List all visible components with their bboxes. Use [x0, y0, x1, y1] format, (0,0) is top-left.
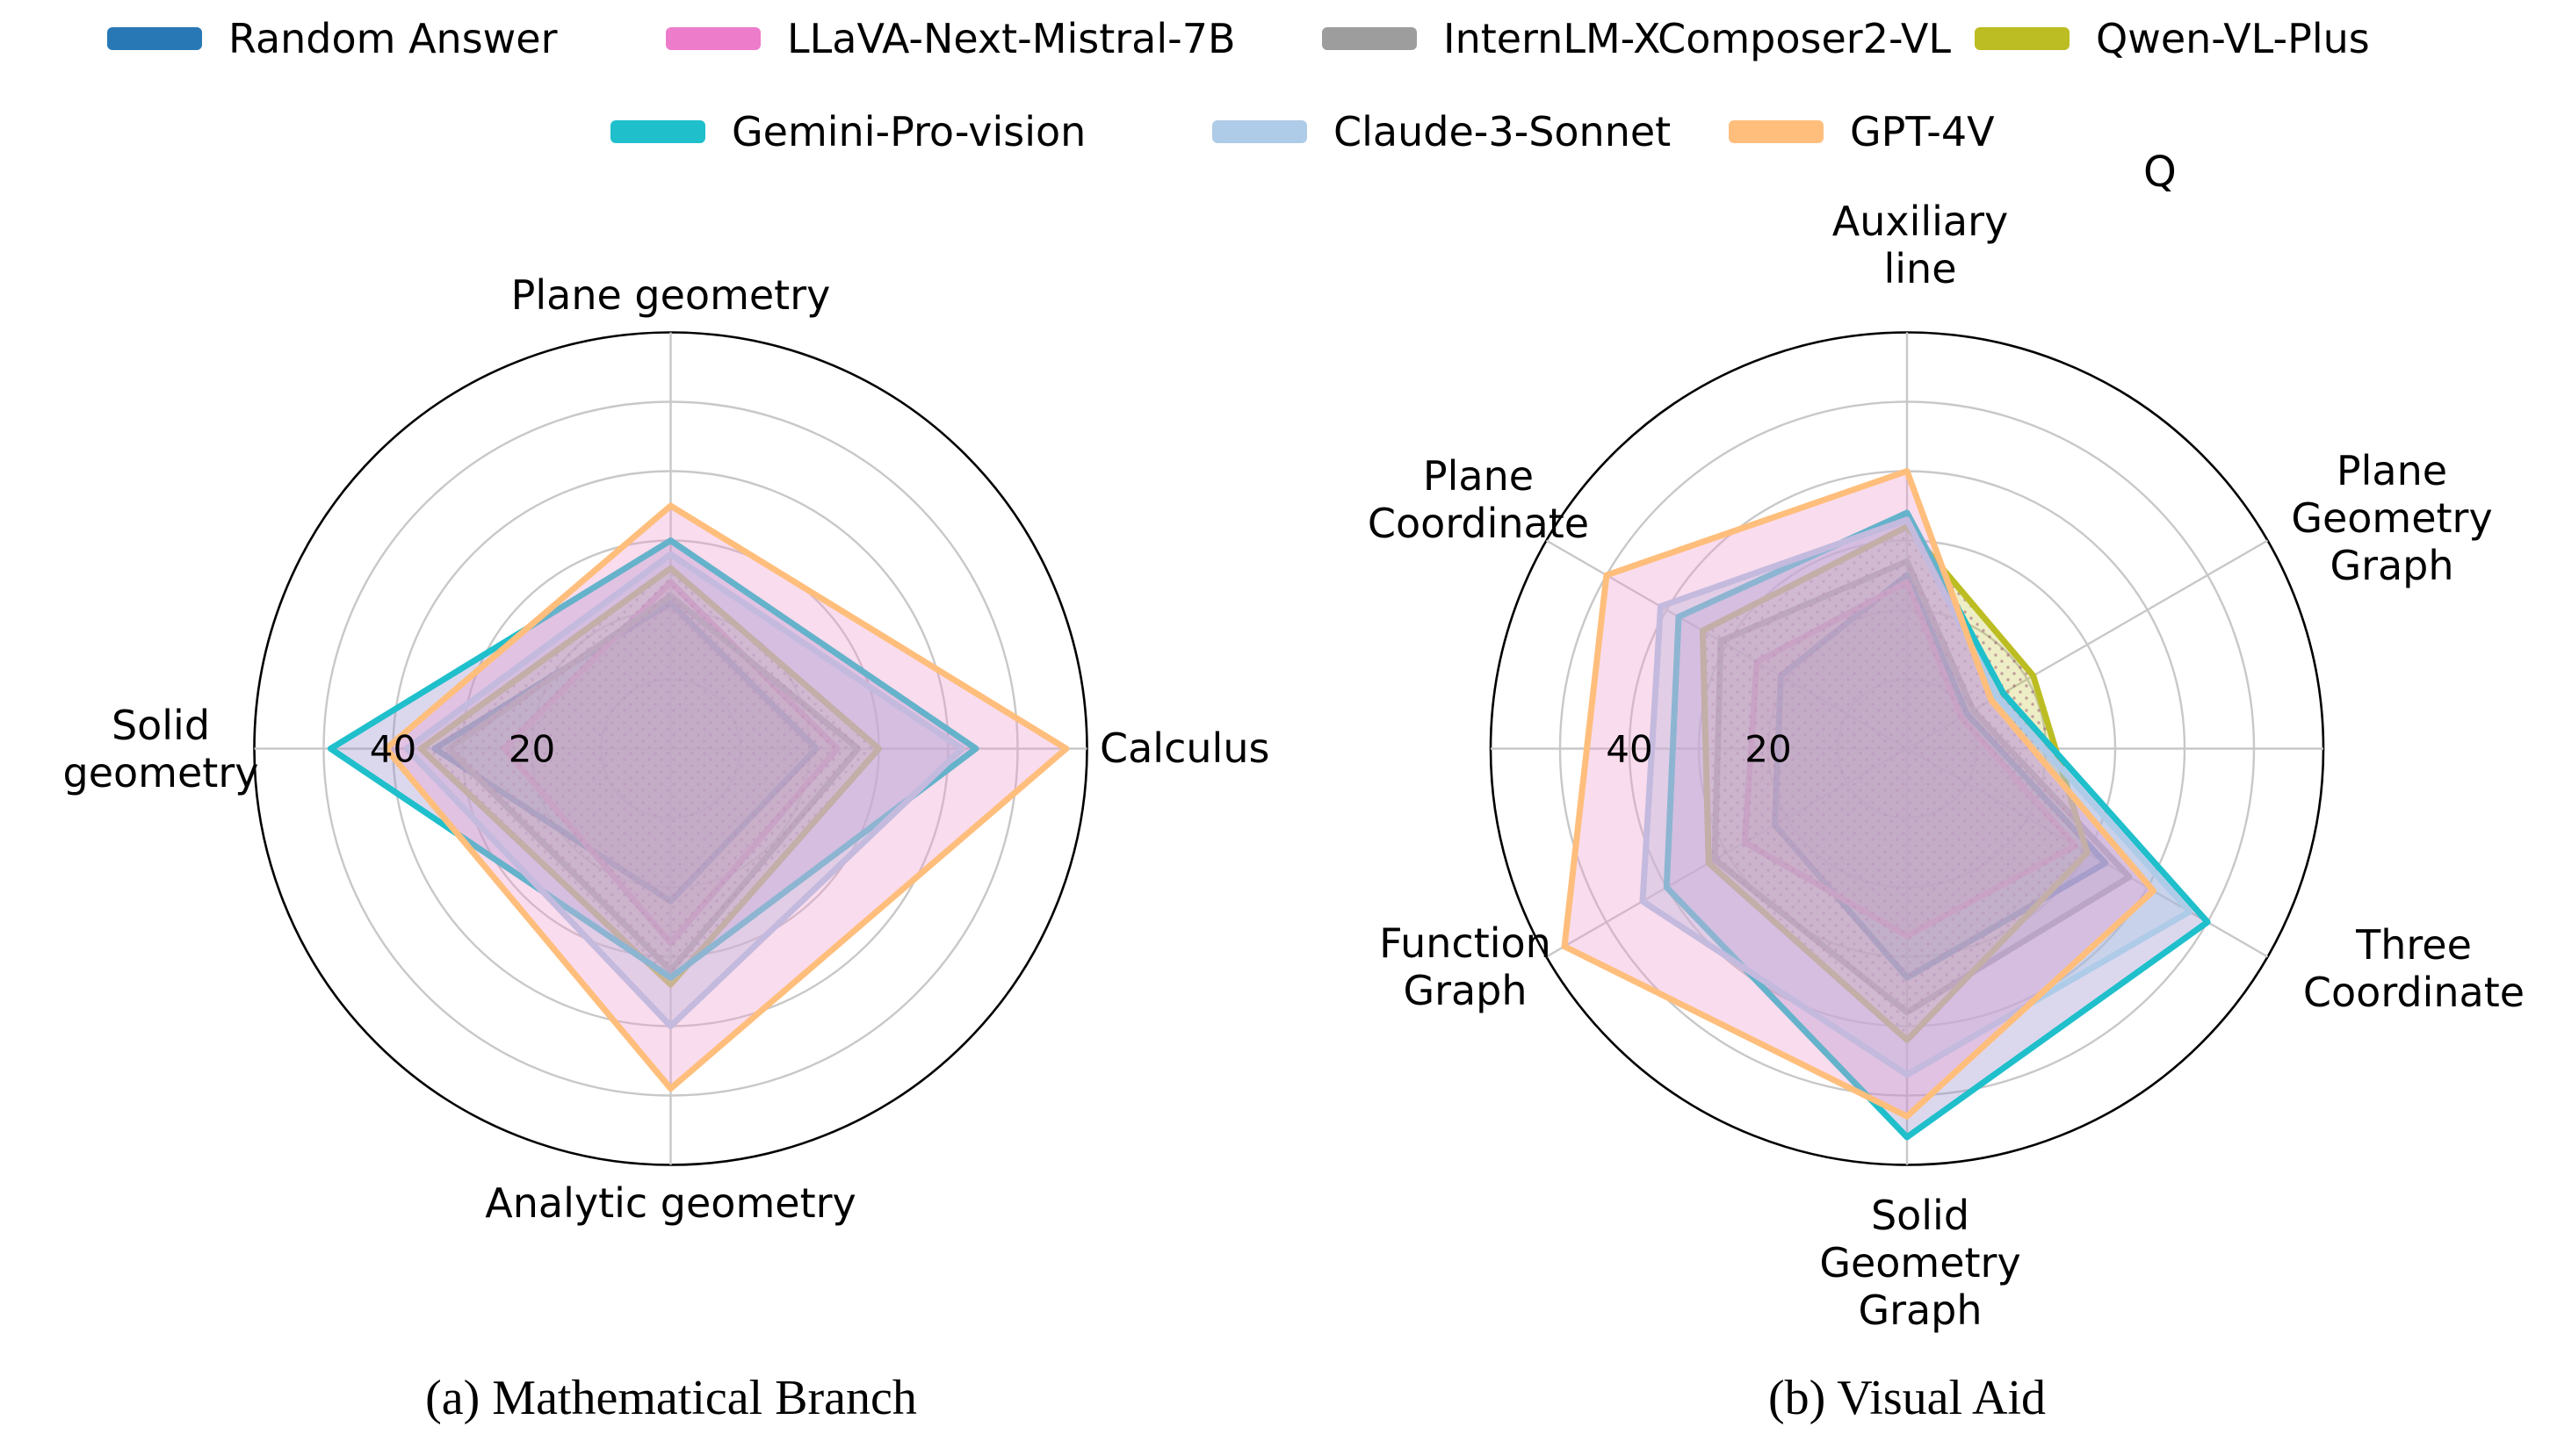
legend-item-random-answer: Random Answer	[107, 11, 558, 67]
rtick-label-20: 20	[509, 728, 555, 771]
series-line-claude-3-sonnet	[403, 551, 965, 1029]
stray-q-text: Q	[2143, 148, 2177, 197]
legend-item-gpt-4v: GPT-4V	[1729, 104, 1995, 160]
legend-label: Claude-3-Sonnet	[1333, 108, 1672, 155]
legend-label: GPT-4V	[1850, 108, 1995, 155]
series-line-gpt-4v	[1561, 468, 2156, 1120]
legend-swatch-qwen-vl-plus	[1975, 27, 2070, 50]
series-fill-claude-3-sonnet	[1643, 519, 2190, 1075]
rtick-label-20: 20	[1745, 728, 1791, 771]
axis-label-calculus: Calculus	[1100, 724, 1269, 772]
series-hatch-qwen-vl-plus	[1702, 526, 2088, 1041]
caption-visual-aid: (b) Visual Aid	[1767, 1371, 2047, 1425]
legend-label: InternLM-XComposer2-VL	[1443, 15, 1951, 62]
legend-swatch-gpt-4v	[1729, 120, 1824, 143]
rtick-label-40: 40	[1606, 728, 1652, 771]
legend-label: Qwen-VL-Plus	[2096, 15, 2370, 62]
legend-swatch-internlm-xcomposer2-vl	[1322, 27, 1417, 50]
legend-item-internlm-xcomposer2-vl: InternLM-XComposer2-VL	[1322, 11, 1951, 67]
legend-item-gemini-pro-vision: Gemini-Pro-vision	[610, 104, 1086, 160]
legend-label: LLaVA-Next-Mistral-7B	[787, 15, 1236, 62]
rtick-label-40: 40	[370, 728, 416, 771]
axis-label-analytic-geometry: Analytic geometry	[485, 1179, 856, 1227]
legend-swatch-gemini-pro-vision	[610, 120, 705, 143]
legend-swatch-random-answer	[107, 27, 202, 50]
legend-item-claude-3-sonnet: Claude-3-Sonnet	[1212, 104, 1671, 160]
legend-label: Random Answer	[228, 15, 558, 62]
legend-item-qwen-vl-plus: Qwen-VL-Plus	[1975, 11, 2370, 67]
legend-item-llava-next-mistral-7b: LLaVA-Next-Mistral-7B	[666, 11, 1236, 67]
series-fill-claude-3-sonnet	[407, 554, 963, 1027]
series-line-claude-3-sonnet	[1639, 516, 2193, 1078]
legend-swatch-llava-next-mistral-7b	[666, 27, 761, 50]
series-fill-gpt-4v	[1564, 471, 2154, 1117]
caption-mathematical-branch: (a) Mathematical Branch	[425, 1371, 917, 1425]
series-fill-gpt-4v	[386, 506, 1066, 1089]
series-line-qwen-vl-plus	[1699, 523, 2091, 1043]
series-line-gpt-4v	[383, 502, 1070, 1092]
series-line-gemini-pro-vision	[1663, 509, 2211, 1141]
series-hatch-qwen-vl-plus	[421, 568, 879, 985]
series-line-qwen-vl-plus	[417, 565, 882, 988]
legend-label: Gemini-Pro-vision	[732, 108, 1087, 155]
series-line-gemini-pro-vision	[327, 537, 979, 981]
legend-swatch-claude-3-sonnet	[1212, 120, 1307, 143]
axis-label-plane-geometry: Plane geometry	[511, 271, 831, 319]
